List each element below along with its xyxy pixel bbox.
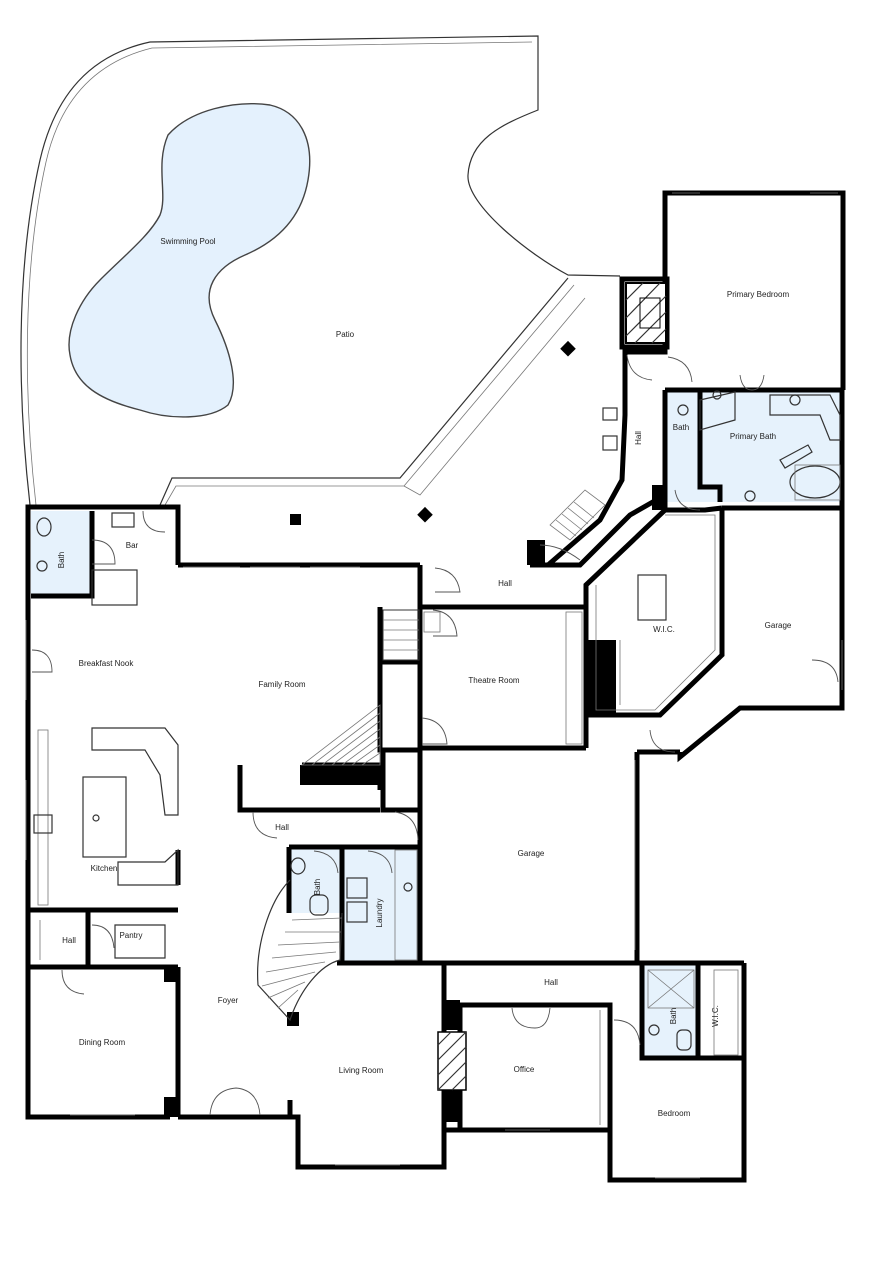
patio-column — [417, 506, 433, 523]
label-bath-south: Bath — [669, 1008, 678, 1024]
stairs-curved — [257, 879, 343, 1022]
label-kitchen: Kitchen — [91, 864, 118, 873]
label-hall-west: Hall — [62, 936, 76, 945]
label-office: Office — [514, 1065, 535, 1074]
label-bath-primary-toilet: Bath — [673, 423, 689, 432]
label-bath-center: Bath — [313, 879, 322, 895]
stairs-east-hall — [549, 489, 606, 541]
swimming-pool — [68, 103, 311, 418]
patio-column — [290, 514, 301, 525]
label-garage-east: Garage — [765, 621, 792, 630]
doors — [31, 354, 839, 1116]
fireplace-living — [437, 1031, 467, 1091]
label-hall-east: Hall — [634, 431, 643, 445]
patio-column — [560, 340, 576, 357]
label-garage-center: Garage — [518, 849, 545, 858]
label-foyer: Foyer — [218, 996, 239, 1005]
stairs-north — [300, 609, 420, 766]
label-theatre-room: Theatre Room — [468, 676, 519, 685]
label-wic-primary: W.I.C. — [653, 625, 675, 634]
label-hall-center: Hall — [275, 823, 289, 832]
room-labels: Swimming Pool Patio Primary Bedroom Hall… — [57, 237, 792, 1118]
label-laundry: Laundry — [375, 899, 384, 928]
label-primary-bedroom: Primary Bedroom — [727, 290, 790, 299]
label-bedroom: Bedroom — [658, 1109, 691, 1118]
label-wic-south: W.I.C. — [711, 1005, 720, 1027]
label-swimming-pool: Swimming Pool — [160, 237, 215, 246]
label-family-room: Family Room — [258, 680, 305, 689]
fireplace-primary — [625, 282, 667, 344]
wet-areas — [31, 390, 842, 1058]
label-bar: Bar — [126, 541, 139, 550]
label-breakfast-nook: Breakfast Nook — [79, 659, 135, 668]
patio-area — [20, 35, 621, 525]
label-living-room: Living Room — [339, 1066, 384, 1075]
label-primary-bath: Primary Bath — [730, 432, 776, 441]
label-patio: Patio — [336, 330, 355, 339]
fixtures — [33, 390, 841, 1125]
label-dining-room: Dining Room — [79, 1038, 126, 1047]
label-pantry: Pantry — [119, 931, 142, 940]
wall-blocks — [164, 485, 665, 1122]
label-bath-bar: Bath — [57, 552, 66, 568]
label-hall-north: Hall — [498, 579, 512, 588]
label-hall-south: Hall — [544, 978, 558, 987]
windows — [25, 192, 843, 1179]
